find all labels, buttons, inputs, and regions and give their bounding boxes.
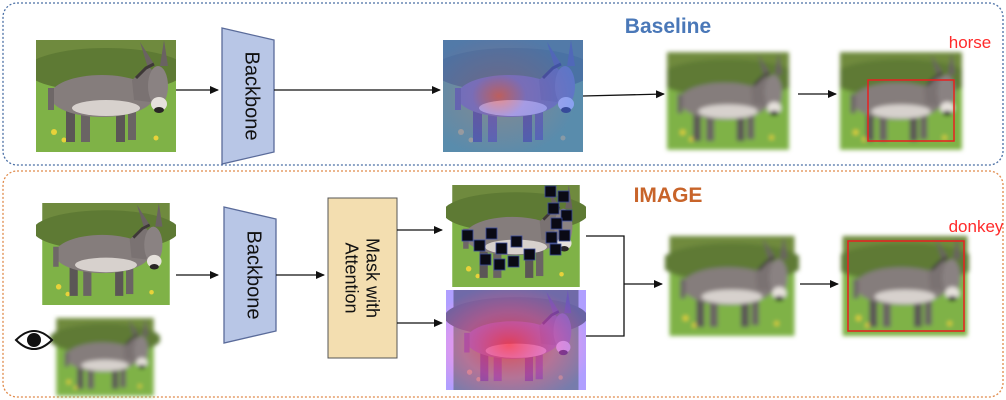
baseline-bounding-box [867, 79, 955, 142]
baseline-prediction-label: horse [949, 33, 992, 52]
merge-connector [586, 235, 625, 337]
image-backbone [223, 206, 277, 344]
image-backbone-label: Backbone [243, 231, 265, 320]
baseline-backbone [221, 27, 275, 165]
baseline-output-image [840, 52, 962, 150]
image-prediction-label: donkey [949, 217, 1004, 236]
image-input-image [36, 203, 176, 305]
mask-with-attention-module [327, 197, 398, 359]
baseline-backbone-label: Backbone [241, 52, 263, 141]
baseline-title: Baseline [625, 15, 711, 38]
module-label-line1: Mask with [362, 238, 382, 318]
image-blurred-input-image [50, 318, 160, 396]
arrow [582, 90, 665, 99]
baseline-attention-map [443, 40, 583, 152]
baseline-blurred-image [667, 52, 789, 150]
image-panel-border [2, 170, 1004, 398]
image-blurred-image [665, 236, 799, 336]
eye-icon [14, 330, 54, 350]
baseline-input-image [36, 40, 176, 152]
image-masked-image [446, 185, 586, 287]
image-output-image [841, 236, 969, 336]
image-attention-map [446, 290, 586, 390]
image-title: IMAGE [634, 184, 703, 207]
module-label-line2: Attention [341, 242, 361, 313]
baseline-panel-border [2, 2, 1004, 166]
image-bounding-box [847, 240, 965, 332]
